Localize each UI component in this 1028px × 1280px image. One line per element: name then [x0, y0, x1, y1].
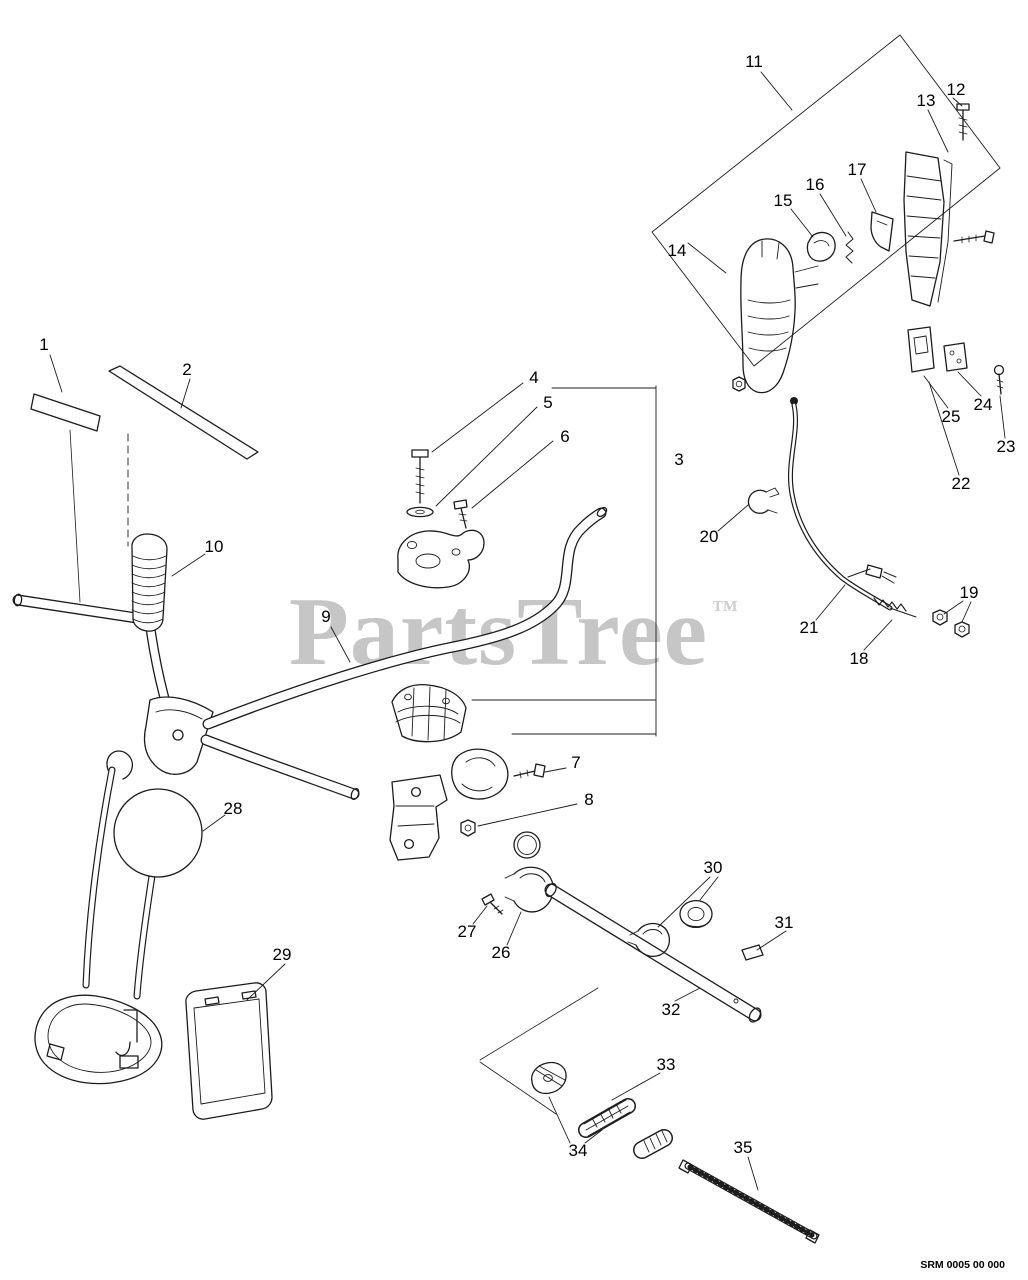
throttle-cable: [747, 397, 970, 638]
flap-shield: [185, 982, 273, 1120]
trademark-symbol: ™: [711, 595, 739, 624]
throttle-handle-assembly: [732, 103, 995, 394]
clamp-bracket-assembly: [389, 449, 554, 915]
switch-parts: [907, 326, 1005, 395]
coupler-parts: [531, 1061, 673, 1159]
decal-strips: [30, 365, 259, 460]
flexible-drive-cable: [678, 1159, 820, 1244]
handlebar-assembly: [12, 506, 608, 801]
leader-lines: [49, 71, 1006, 1191]
assembly-enclosure-box: [651, 34, 1001, 367]
drawing-code: SRM 0005 00 000: [920, 1259, 1005, 1271]
drive-shaft-assembly: [544, 882, 764, 1023]
shoulder-harness: [34, 750, 203, 1085]
